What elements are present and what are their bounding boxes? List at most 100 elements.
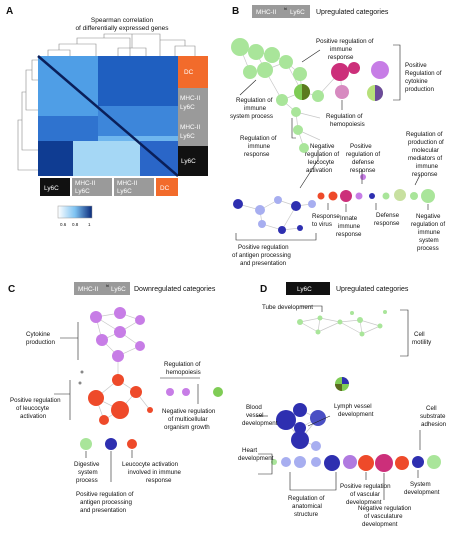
b-ann: Defense xyxy=(376,212,400,219)
b-ann: Negative xyxy=(416,213,441,220)
b-node xyxy=(257,62,273,78)
b-node-green-3 xyxy=(410,192,418,200)
panel-b-badge-text: MHC-II xyxy=(256,9,276,16)
c-ann: process xyxy=(76,477,98,484)
d-ann: structure xyxy=(294,511,319,518)
b-ann: Response xyxy=(312,213,340,220)
b-ann: Regulation of xyxy=(240,135,277,142)
panel-b-leaders xyxy=(235,44,429,241)
d-ann: of vascular xyxy=(350,491,380,498)
c-ann: organism growth xyxy=(164,424,210,431)
panel-c-header: Downregulated categories xyxy=(134,286,216,293)
d-node-green xyxy=(357,317,363,323)
panel-c-leaders xyxy=(54,322,200,482)
d-node xyxy=(358,455,374,471)
c-node-red-2 xyxy=(127,439,137,449)
b-ann: mediators of xyxy=(408,155,442,162)
d-node-green xyxy=(317,315,323,321)
panel-b-header: Upregulated categories xyxy=(316,9,389,16)
c-node-green xyxy=(213,387,223,397)
b-ann: and presentation xyxy=(240,260,287,267)
d-ann: of vasculature xyxy=(364,513,403,520)
panel-c-letter: C xyxy=(8,284,15,295)
d-ann: development xyxy=(338,411,374,418)
panel-c-badge-sub: Ly6C xyxy=(111,286,126,293)
c-node-violet-2 xyxy=(182,388,190,396)
d-node xyxy=(395,456,409,470)
b-node-mixed-3 xyxy=(394,189,406,201)
d-ann: development xyxy=(362,521,398,528)
b-node xyxy=(279,55,293,69)
panel-b: B MHC-II hi Ly6C Upregulated categories xyxy=(230,5,445,267)
b-ann: Innate xyxy=(340,215,358,222)
c-node-violet xyxy=(135,341,145,351)
b-node-mixed-2-half xyxy=(375,85,383,101)
scale-tick-3: 1 xyxy=(88,222,91,227)
c-node-navy xyxy=(105,438,117,450)
mhc-right-label-a1: MHC-II xyxy=(180,95,200,102)
b-node-red xyxy=(317,192,325,200)
d-node-green xyxy=(337,319,343,325)
c-ann: of leucocyte xyxy=(16,405,50,412)
b-ann: leucocyte xyxy=(308,159,335,166)
b-node-green-4 xyxy=(421,189,435,203)
c-node-violet xyxy=(135,315,145,325)
mhc-bottom-label-4: Ly6C xyxy=(117,188,132,195)
b-ann: hemopoiesis xyxy=(330,121,365,128)
d-ann: System xyxy=(410,481,431,488)
b-ann: immune xyxy=(248,143,271,150)
d-node xyxy=(294,456,306,468)
d-ann: Heart xyxy=(242,447,257,454)
c-ann: system xyxy=(78,469,98,476)
b-node xyxy=(293,125,303,135)
d-ann: adhesion xyxy=(421,421,447,428)
c-ann: involved in immune xyxy=(128,469,182,476)
d-ann: Blood xyxy=(246,404,262,411)
d-node-green xyxy=(359,331,365,337)
ly6c-right-label: Ly6C xyxy=(181,158,196,165)
b-node xyxy=(243,65,257,79)
d-ann: development xyxy=(242,420,278,427)
d-node-navy xyxy=(291,431,309,449)
d-ann: Cell xyxy=(414,331,425,338)
scale-tick-2: 0.8 xyxy=(72,222,79,227)
c-node-tiny xyxy=(80,370,84,374)
panel-d: D Ly6C hi Upregulated categories xyxy=(238,282,447,528)
d-node-green xyxy=(377,323,383,329)
b-node xyxy=(293,67,307,81)
c-ann: antigen processing xyxy=(80,499,132,506)
d-node-green xyxy=(383,310,387,314)
b-node-magenta-2 xyxy=(340,190,352,202)
b-ann: Positive xyxy=(405,62,427,69)
mhc-bottom-swatch-2 xyxy=(114,178,154,196)
heatmap-block-4 xyxy=(38,116,98,141)
panel-c-annotations: Cytokine production Regulation of hemopo… xyxy=(10,331,216,514)
c-ann: Digestive xyxy=(74,461,100,468)
c-node-violet xyxy=(90,311,102,323)
d-node-mixed xyxy=(343,455,357,469)
b-node-magenta xyxy=(348,62,360,74)
c-node-red xyxy=(88,390,104,406)
c-ann: response xyxy=(146,477,172,484)
d-ann: vessel xyxy=(246,412,264,419)
c-ann: Regulation of xyxy=(164,361,201,368)
b-node-pink xyxy=(335,85,349,99)
left-dendrogram xyxy=(17,59,38,171)
b-node-lavender xyxy=(308,200,316,208)
b-ann: production xyxy=(405,86,434,93)
panel-b-badge-sub: Ly6C xyxy=(290,9,305,16)
d-node xyxy=(412,456,424,468)
panel-c-nodes xyxy=(78,307,223,450)
panel-d-bottom-row xyxy=(271,454,441,472)
c-node-violet xyxy=(114,307,126,319)
b-node-navy-2 xyxy=(233,199,243,209)
b-ann: immune xyxy=(418,229,441,236)
b-ann: regulation of xyxy=(346,151,380,158)
d-ann: Lymph vessel xyxy=(334,403,372,410)
panel-d-badge xyxy=(286,282,330,295)
panel-d-header: Upregulated categories xyxy=(336,286,409,293)
c-ann: hemopoiesis xyxy=(166,369,201,376)
mhc-right-swatch-a xyxy=(178,88,208,118)
panel-a-title-1: Spearman correlation xyxy=(91,17,154,24)
